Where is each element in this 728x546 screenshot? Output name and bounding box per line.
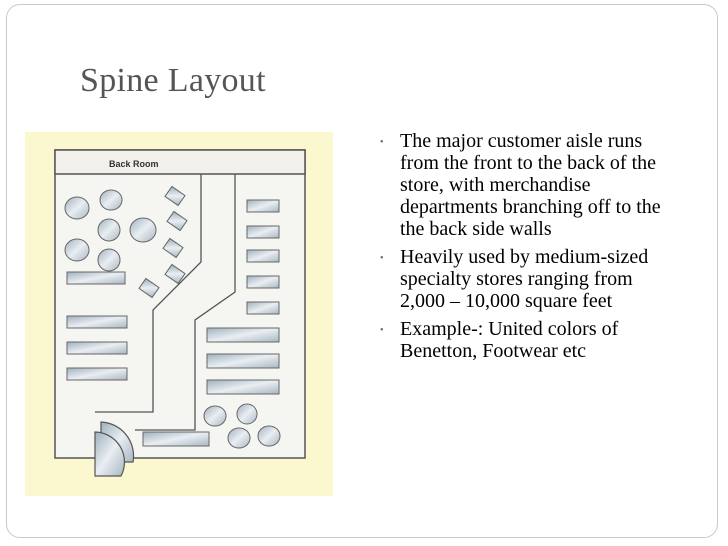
bullet-item: • The major customer aisle runs from the… — [378, 130, 678, 240]
spine-aisle-left-wall — [95, 174, 202, 413]
back-room — [54, 149, 306, 175]
bullet-text: Example-: United colors of Benetton, Foo… — [400, 318, 619, 362]
bullet-text: Heavily used by medium-sized specialty s… — [400, 246, 649, 312]
rect-fixtures-right-inner — [206, 327, 280, 395]
bullet-glyph: • — [380, 325, 384, 336]
checkout-fixture — [142, 431, 210, 447]
spine-aisle-right-wall — [135, 174, 236, 431]
rect-fixtures-left — [66, 271, 128, 381]
entrance-door-swing — [94, 431, 126, 477]
bullet-glyph: • — [380, 137, 384, 148]
slide-title: Spine Layout — [80, 62, 266, 99]
bullet-list: • The major customer aisle runs from the… — [378, 130, 678, 368]
bullet-text: The major customer aisle runs from the f… — [400, 130, 661, 240]
spine-layout-floorplan: Back Room — [25, 132, 333, 496]
round-fixtures-right — [203, 403, 281, 449]
bullet-item: • Heavily used by medium-sized specialty… — [378, 246, 678, 312]
bullet-glyph: • — [380, 253, 384, 264]
angled-fixtures — [138, 185, 188, 299]
rect-fixtures-right-wall — [246, 199, 280, 315]
round-fixtures-left — [64, 189, 157, 272]
back-room-label: Back Room — [109, 159, 159, 169]
bullet-item: • Example-: United colors of Benetton, F… — [378, 318, 678, 362]
